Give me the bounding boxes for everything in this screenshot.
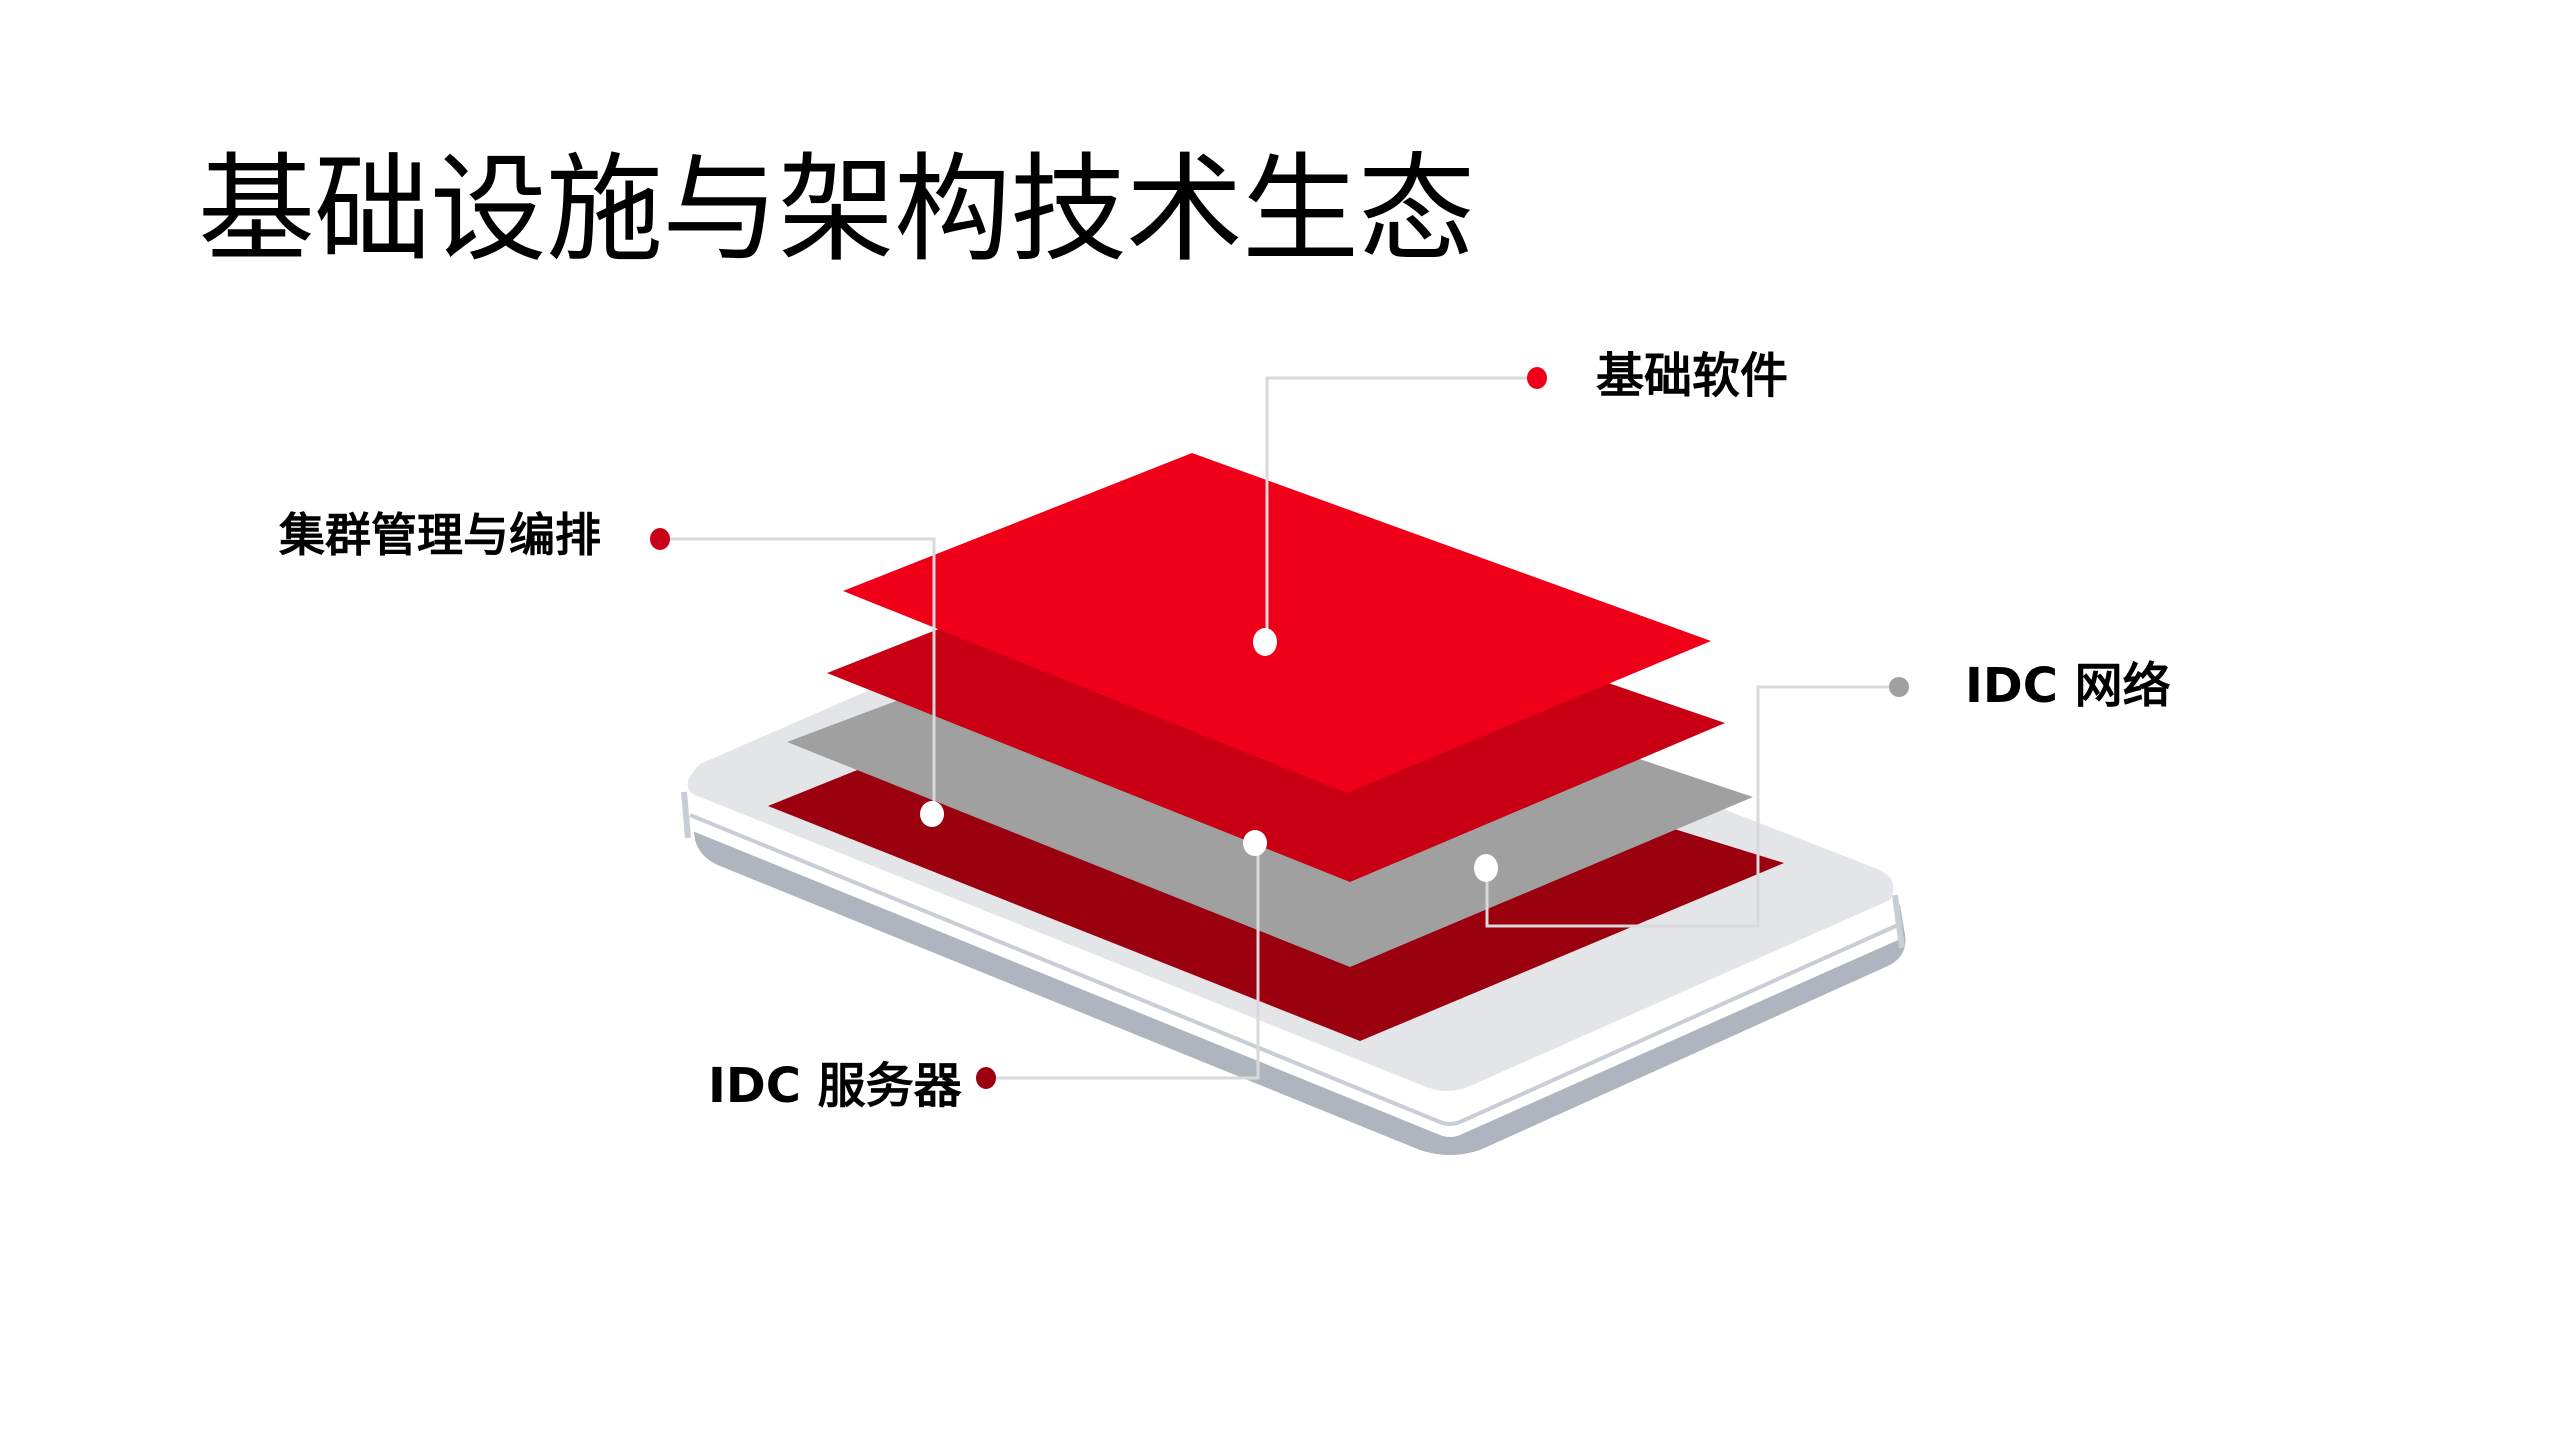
label-cluster: 集群管理与编排 xyxy=(279,508,601,562)
leader-network xyxy=(1485,685,1899,928)
leader-cluster xyxy=(660,537,936,814)
label-software: 基础软件 xyxy=(1596,348,1789,404)
leader-server xyxy=(986,843,1260,1080)
anchor-dot-network xyxy=(1474,854,1498,882)
anchor-dot-cluster xyxy=(920,801,944,827)
label-server: IDC 服务器 xyxy=(708,1058,962,1114)
label-network: IDC 网络 xyxy=(1965,658,2171,714)
marker-dot-cluster xyxy=(650,528,670,550)
marker-dot-network xyxy=(1889,677,1909,697)
leader-lines xyxy=(660,376,1899,1080)
page-title: 基础设施与架构技术生态 xyxy=(198,141,1475,278)
anchor-dot-server xyxy=(1243,830,1267,856)
leader-software xyxy=(1265,376,1537,642)
marker-dot-software xyxy=(1527,367,1547,389)
marker-dot-server xyxy=(976,1067,996,1089)
anchor-dot-software xyxy=(1253,628,1277,656)
layer-software xyxy=(843,453,1711,793)
